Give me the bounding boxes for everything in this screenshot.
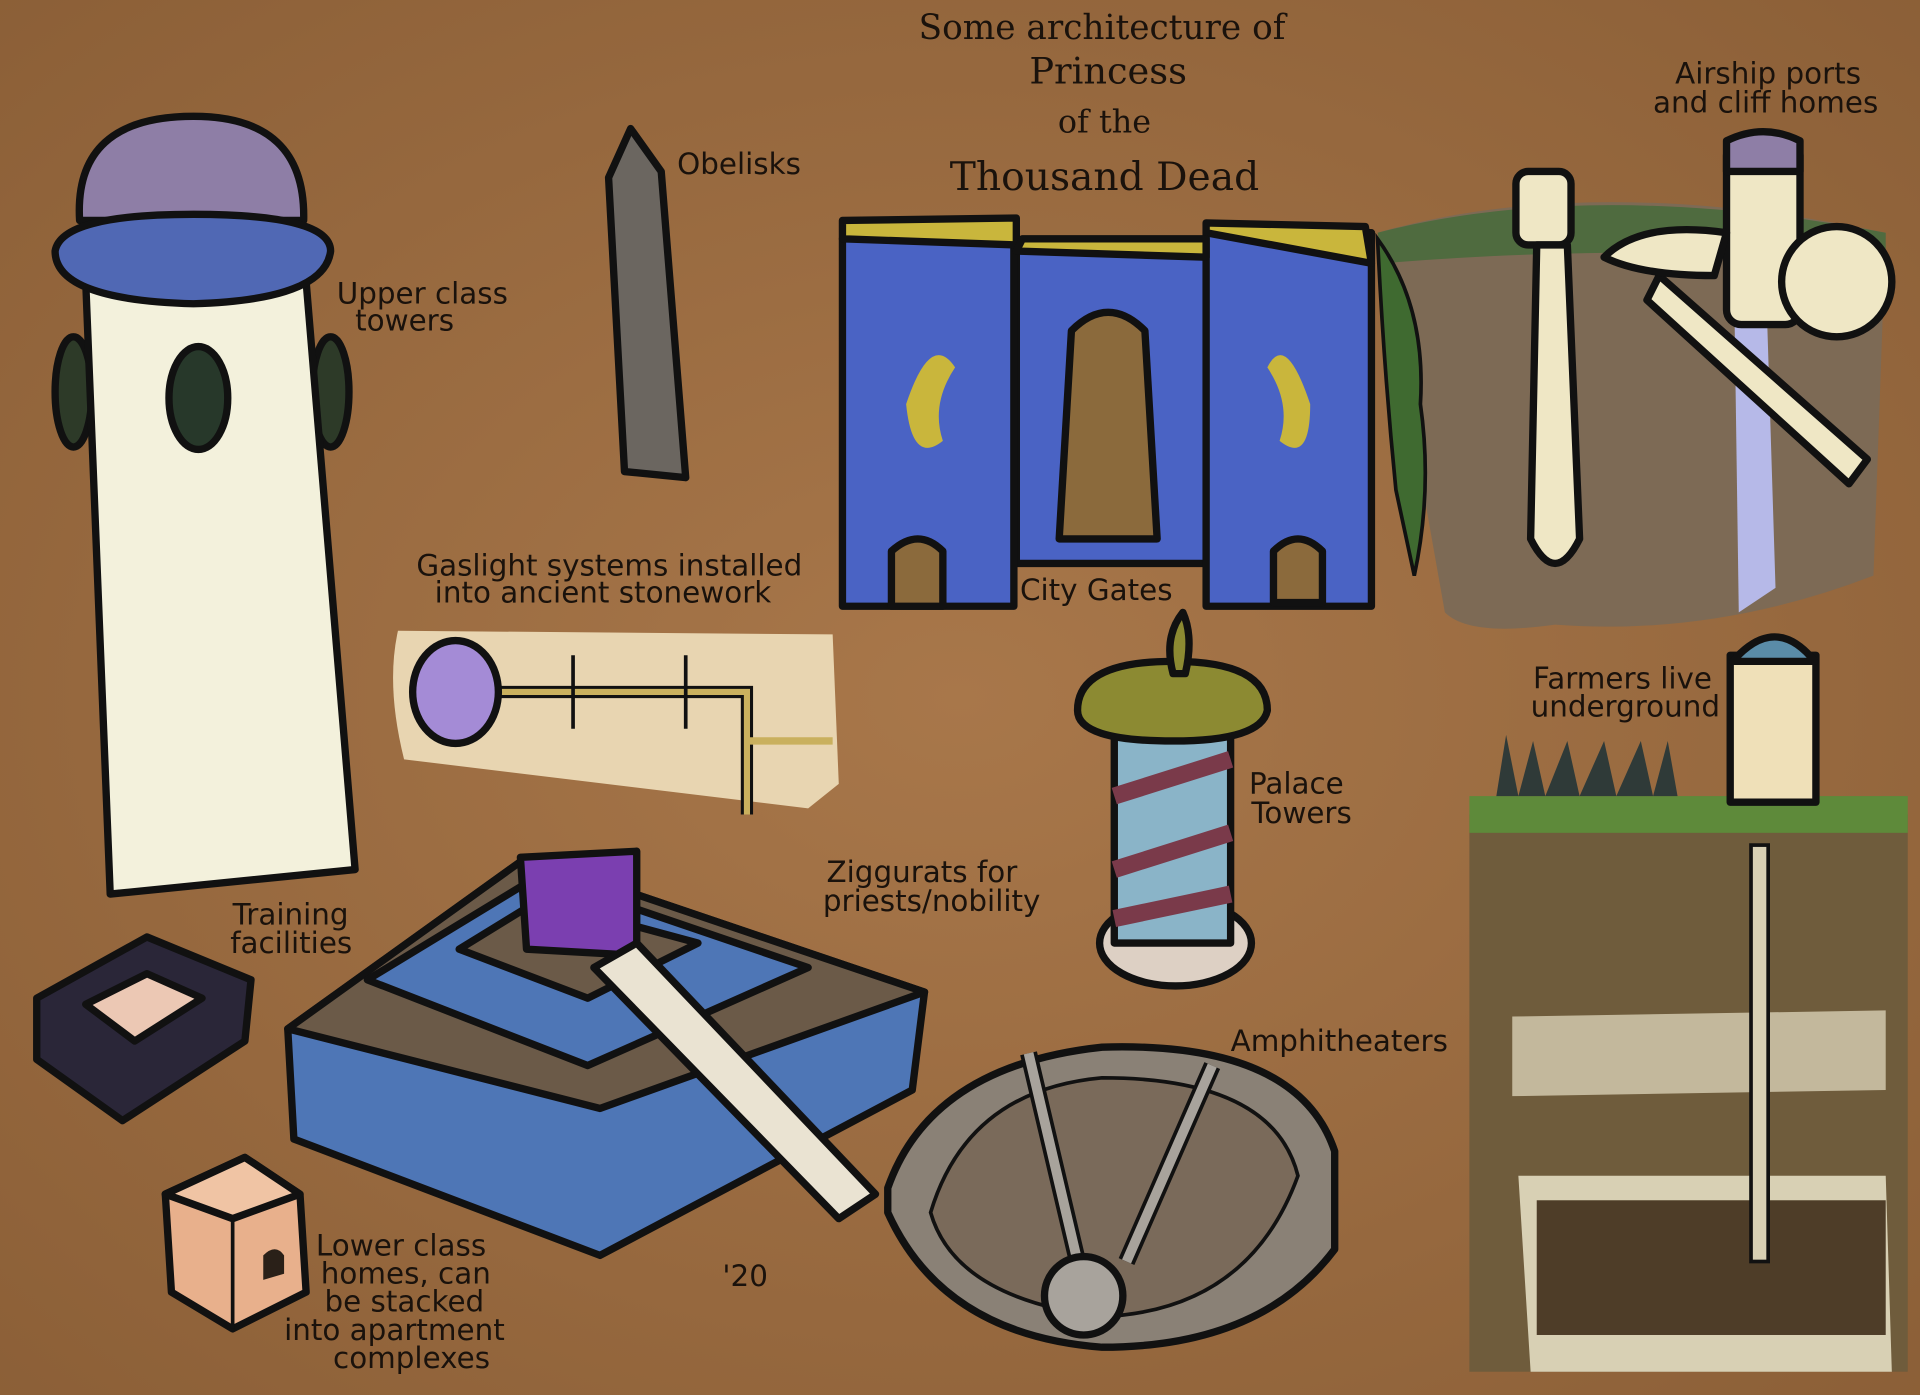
- svg-text:into apartment: into apartment: [284, 1313, 505, 1347]
- airship-ports-label: Airship ports and cliff homes: [1653, 56, 1878, 119]
- svg-text:Ziggurats for: Ziggurats for: [827, 855, 1019, 889]
- page-title: Some architecture of Princess of the Tho…: [919, 8, 1288, 200]
- svg-text:and cliff homes: and cliff homes: [1653, 86, 1878, 120]
- svg-text:Training: Training: [232, 898, 349, 932]
- lower-class-label: Lower class homes, can be stacked into a…: [284, 1228, 505, 1375]
- svg-text:Palace: Palace: [1249, 767, 1344, 801]
- amphitheater: [884, 1043, 1339, 1351]
- svg-text:Lower class: Lower class: [316, 1228, 486, 1262]
- city-gates-label: City Gates: [1020, 573, 1173, 607]
- ziggurats-label: Ziggurats for priests/nobility: [823, 855, 1041, 918]
- training-facility: [33, 933, 255, 1125]
- city-gates: [838, 214, 1376, 610]
- svg-text:facilities: facilities: [230, 926, 352, 960]
- gaslight-label: Gaslight systems installed into ancient …: [416, 549, 802, 610]
- svg-text:towers: towers: [355, 304, 454, 338]
- svg-text:underground: underground: [1531, 689, 1720, 723]
- svg-text:Gaslight systems installed: Gaslight systems installed: [416, 549, 802, 583]
- svg-text:homes, can: homes, can: [321, 1257, 491, 1291]
- airship-ports-and-cliff-homes: [1375, 128, 1896, 629]
- ziggurat: [284, 847, 929, 1260]
- upper-class-tower: [51, 112, 359, 898]
- farmers-label: Farmers live underground: [1531, 661, 1720, 723]
- svg-text:Farmers live: Farmers live: [1533, 661, 1712, 695]
- svg-text:into ancient stonework: into ancient stonework: [435, 576, 772, 610]
- palace-tower: [1073, 608, 1272, 990]
- svg-text:Princess: Princess: [1029, 49, 1187, 92]
- svg-text:priests/nobility: priests/nobility: [823, 884, 1041, 918]
- svg-text:Airship ports: Airship ports: [1675, 56, 1861, 90]
- palace-towers-label: Palace Towers: [1249, 767, 1352, 830]
- lower-class-home: [161, 1153, 310, 1333]
- svg-text:Towers: Towers: [1250, 796, 1351, 830]
- amphitheaters-label: Amphitheaters: [1231, 1024, 1448, 1058]
- upper-class-towers-label: Upper class towers: [337, 277, 508, 338]
- svg-text:Thousand Dead: Thousand Dead: [950, 155, 1259, 200]
- underground-farm: [1469, 633, 1908, 1372]
- svg-text:of the: of the: [1058, 102, 1151, 140]
- signature-year: '20: [722, 1259, 767, 1293]
- svg-text:complexes: complexes: [333, 1341, 490, 1375]
- training-label: Training facilities: [230, 898, 352, 960]
- obelisk: [604, 124, 690, 482]
- gaslight-system: [393, 630, 839, 815]
- svg-text:Some architecture of: Some architecture of: [919, 8, 1288, 48]
- svg-text:be stacked: be stacked: [324, 1285, 484, 1319]
- obelisks-label: Obelisks: [677, 147, 801, 181]
- svg-text:Upper class: Upper class: [337, 277, 508, 311]
